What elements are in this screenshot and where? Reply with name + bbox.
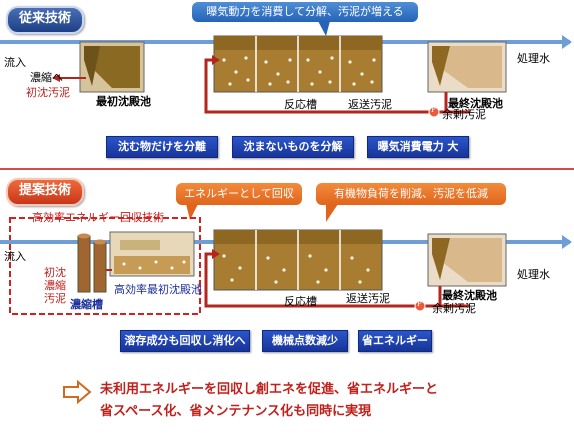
conventional-thicken-label: 濃縮へ (30, 71, 63, 84)
proposed-inflow-label: 流入 (4, 250, 26, 263)
conclusion-line-2: 省スペース化、省メンテナンス化も同時に実現 (100, 404, 372, 419)
proposed-flow-diagram (0, 204, 572, 315)
proposed-sludge-line-3: 汚泥 (44, 292, 66, 305)
conventional-effluent-label: 処理水 (517, 52, 550, 65)
proposed-recovery-tech-label: 高効率エネルギー回収技術 (32, 211, 164, 224)
conventional-reactor-tank (213, 35, 383, 93)
proposed-effluent-label: 処理水 (517, 268, 550, 281)
proposed-feature-3: 省エネルギー (358, 330, 432, 352)
conventional-feature-2: 沈まないものを分解 (232, 136, 354, 158)
section-divider (0, 168, 574, 170)
conventional-primary-tank-label: 最初沈殿池 (96, 95, 151, 108)
conventional-return-sludge-label: 返送汚泥 (348, 98, 392, 111)
proposed-final-tank (427, 233, 507, 287)
proposed-excess-sludge-label: 余剰汚泥 (432, 302, 476, 315)
conventional-feature-3: 曝気消費電力 大 (367, 136, 469, 158)
conventional-reactor-label: 反応槽 (284, 98, 317, 111)
proposed-pump-label: P (417, 300, 422, 308)
proposed-callout-load: 有機物負荷を削減、汚泥を低減 (316, 183, 506, 205)
proposed-pump-icon (414, 300, 426, 312)
proposed-title: 提案技術 (6, 178, 84, 206)
conventional-title: 従来技術 (6, 6, 84, 34)
proposed-reactor-label: 反応槽 (284, 295, 317, 308)
proposed-thickener-label: 濃縮槽 (70, 298, 103, 311)
conventional-return-line (204, 58, 448, 114)
conventional-feature-1: 沈む物だけを分離 (106, 136, 218, 158)
proposed-feature-2: 機械点数減少 (262, 330, 348, 352)
proposed-final-tank-label: 最終沈殿池 (442, 289, 497, 302)
conventional-primary-tank (79, 41, 145, 93)
conventional-callout: 曝気動力を消費して分解、汚泥が増える (192, 2, 418, 22)
conventional-pump-icon (428, 106, 440, 118)
conventional-pump-label: P (431, 106, 436, 114)
proposed-reactor-tank (213, 229, 383, 291)
conventional-flow-diagram (0, 21, 572, 118)
proposed-sludge-line-2: 濃縮 (44, 279, 66, 292)
proposed-hi-eff-tank-label: 高効率最初沈殿池 (114, 283, 202, 296)
proposed-return-sludge-label: 返送汚泥 (346, 292, 390, 305)
proposed-sludge-line-1: 初沈 (44, 266, 66, 279)
proposed-return-line (204, 252, 442, 308)
conclusion-line-1: 未利用エネルギーを回収し創エネを促進、省エネルギーと (100, 382, 439, 397)
conventional-final-tank-label: 最終沈殿池 (448, 97, 503, 110)
conventional-final-tank (427, 41, 507, 93)
proposed-feature-1: 溶存成分も回収し消化へ (120, 330, 250, 352)
conclusion-arrow-icon (63, 380, 92, 404)
proposed-recovery-box (9, 217, 201, 315)
proposed-thickener-tank (77, 233, 107, 293)
conventional-primary-sludge-label: 初沈汚泥 (26, 86, 70, 99)
conventional-inflow-label: 流入 (4, 56, 26, 69)
proposed-hi-eff-tank (109, 231, 195, 277)
conventional-excess-sludge-label: 余剰汚泥 (442, 108, 486, 121)
proposed-callout-energy: エネルギーとして回収 (176, 183, 302, 205)
